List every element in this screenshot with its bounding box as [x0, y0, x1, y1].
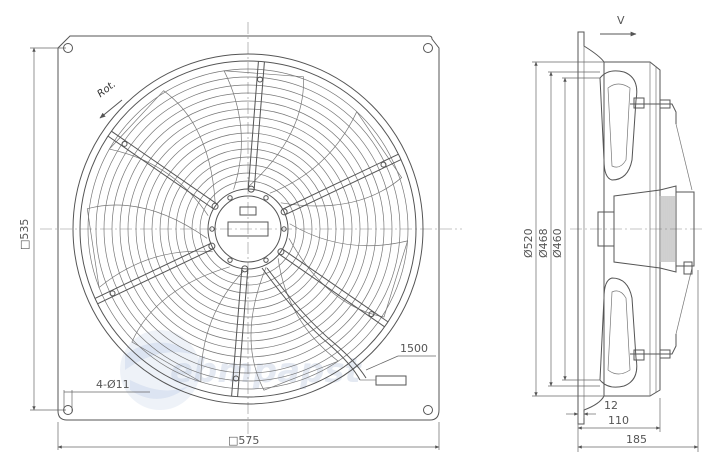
side-mounting-flange — [577, 31, 605, 425]
grille-ring — [111, 92, 385, 366]
grille-ring — [151, 132, 345, 326]
cable-connector — [375, 375, 407, 386]
guard-strut — [280, 153, 402, 216]
cable-gland — [683, 261, 693, 275]
dimension-width: □575 — [57, 422, 440, 450]
cable-length-label: 1500 — [400, 342, 428, 355]
dim-110-label: 110 — [608, 414, 629, 427]
watermark-text: ebmpapst — [170, 351, 363, 391]
power-cable — [261, 267, 361, 381]
hub-bolt — [263, 257, 269, 263]
impeller-blade — [288, 223, 409, 318]
grille-ring — [135, 116, 361, 342]
guard-strut — [247, 61, 265, 193]
front-view: ebmpapst Rot. — [18, 22, 462, 450]
hub-bolt — [227, 195, 233, 201]
hole-callout: 4-Ø11 — [63, 378, 150, 412]
side-view: V — [522, 14, 705, 452]
blade-profile-top — [599, 70, 638, 181]
hub-badge — [239, 206, 257, 216]
impeller-blade — [131, 266, 245, 383]
impeller-blade — [250, 258, 339, 391]
guard-strut — [277, 248, 389, 328]
mounting-plate — [57, 35, 440, 421]
guard-grille — [87, 68, 409, 390]
corner-hole-tr — [423, 43, 433, 53]
guard-strut — [107, 130, 219, 210]
guard-struts — [94, 61, 402, 397]
grille-ring — [175, 156, 321, 302]
guard-strut — [94, 242, 216, 305]
airflow-label: V — [617, 14, 625, 27]
rating-label — [227, 221, 269, 237]
rotation-label: Rot. — [95, 79, 118, 100]
grille-ring — [103, 84, 393, 374]
motor-hub-outer — [207, 188, 289, 270]
hub-bolt — [227, 257, 233, 263]
impeller-blade — [86, 204, 213, 289]
depth-dimensions: 12 110 185 — [566, 270, 699, 452]
motor-front-shaft — [597, 211, 615, 247]
diameter-468-label: Ø468 — [537, 228, 550, 258]
strut-bracket-bottom — [630, 334, 677, 355]
power-cable-edge — [266, 267, 367, 379]
motor-rear-cap — [675, 191, 695, 267]
diameter-460-label: Ø460 — [551, 228, 564, 258]
grille-ring — [199, 180, 297, 278]
grille-ring — [167, 148, 329, 310]
hub-bolt — [281, 226, 287, 232]
dim-185-label: 185 — [626, 433, 647, 446]
grille-ring — [143, 124, 353, 334]
hub-bolt — [209, 226, 215, 232]
square-dimension-label: □535 — [18, 219, 31, 250]
impeller-blade — [108, 90, 216, 216]
strut-bracket-top — [630, 103, 677, 124]
dim-12-label: 12 — [604, 399, 618, 412]
hole-dimension-label: 4-Ø11 — [96, 378, 130, 391]
hub-bolts — [209, 195, 287, 263]
grille-ring — [127, 108, 369, 350]
impeller-blade — [269, 110, 403, 207]
motor-body — [613, 185, 677, 273]
nozzle-inner-ring — [79, 60, 417, 398]
nozzle-outer-ring — [72, 53, 424, 405]
width-dimension-label: □575 — [228, 434, 259, 447]
dimension-square: □535 — [18, 47, 66, 411]
blade-profile-bottom — [599, 277, 638, 388]
grille-ring — [87, 68, 409, 390]
hub-bolt — [263, 195, 269, 201]
airflow-indicator: V — [600, 14, 637, 37]
cable-length-callout: 1500 — [365, 342, 436, 371]
grille-ring — [95, 76, 401, 382]
grille-ring — [183, 164, 313, 294]
motor-cooling-ribs — [659, 196, 675, 262]
grille-ring — [159, 140, 337, 318]
motor-hub-inner — [214, 195, 282, 263]
grille-ring — [191, 172, 305, 286]
corner-hole-br — [423, 405, 433, 415]
grille-ring — [119, 100, 377, 358]
diameter-dimensions: Ø520 Ø468 Ø460 — [522, 61, 604, 397]
diameter-520-label: Ø520 — [522, 228, 535, 258]
